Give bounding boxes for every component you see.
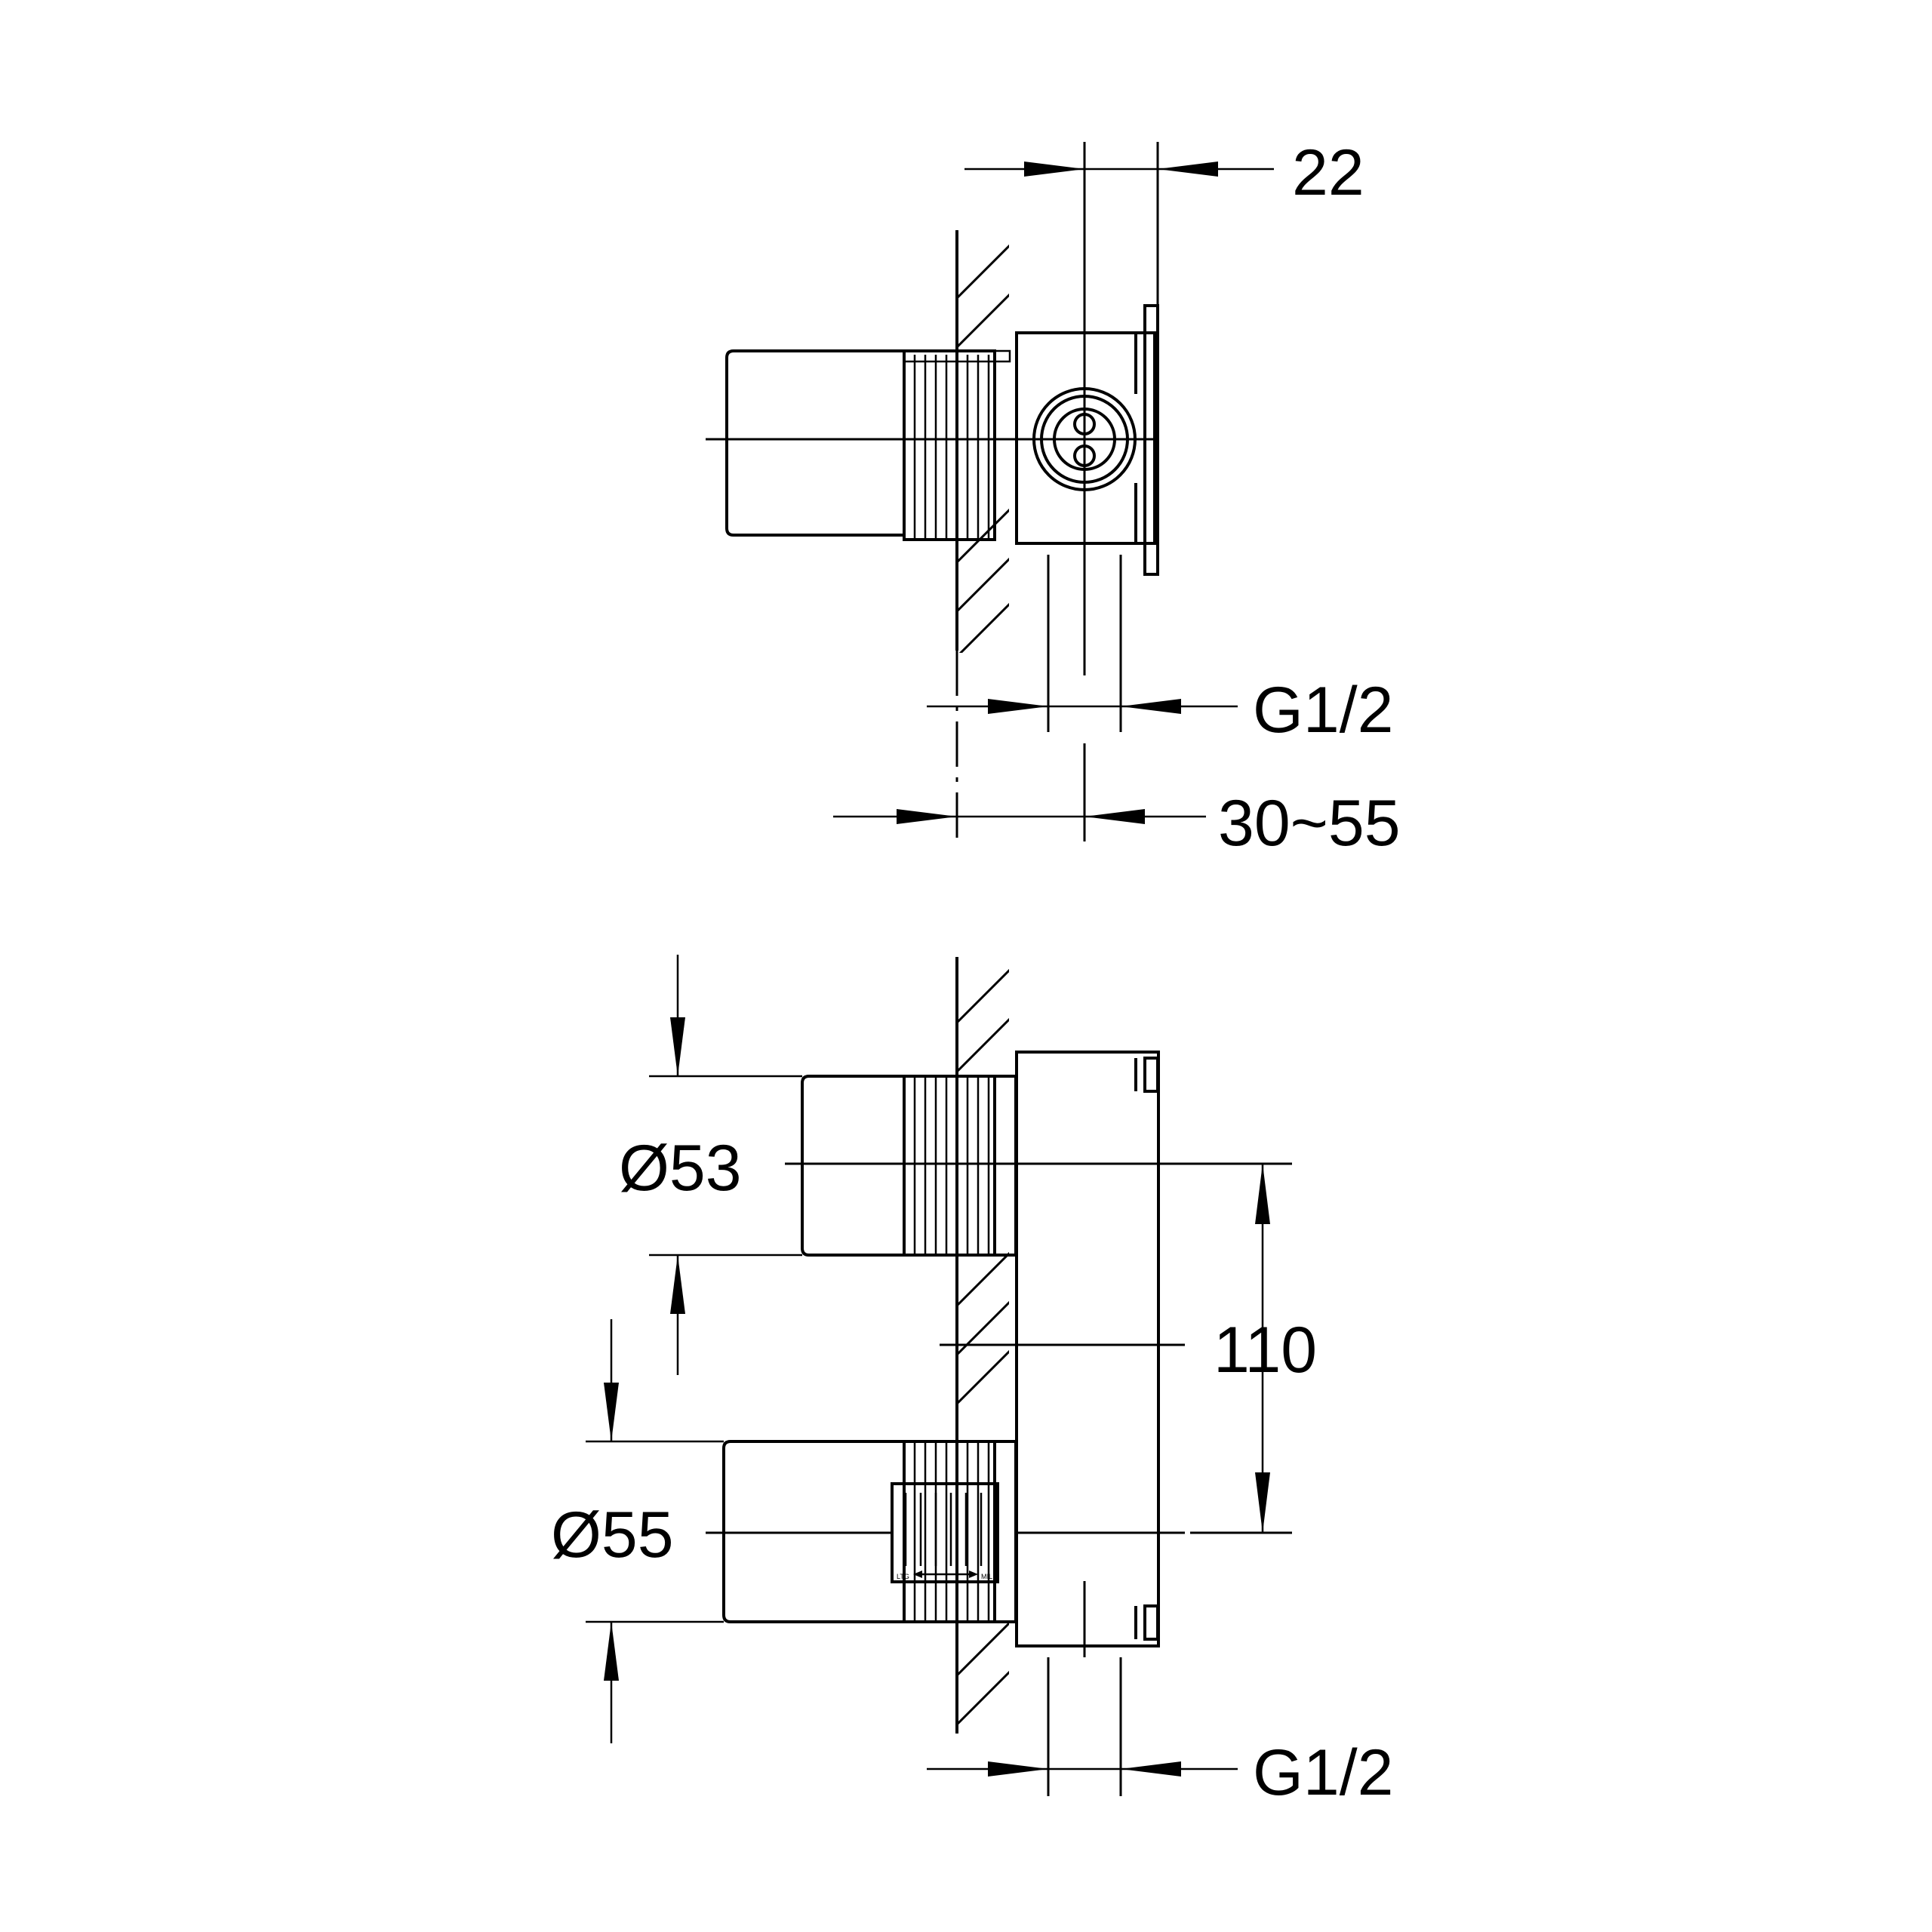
dim-label-d55: Ø55 xyxy=(551,1499,674,1571)
dimension-30-55: 30~55 xyxy=(833,787,1401,860)
plate-label-right: MIL xyxy=(981,1573,992,1580)
wall-section-top xyxy=(955,230,1009,653)
dim-label-d53: Ø53 xyxy=(619,1132,742,1204)
top-view: 22 G1/2 30~55 xyxy=(706,137,1401,860)
front-view: LTG MIL Ø53 xyxy=(551,955,1393,1809)
dimension-22: 22 xyxy=(964,137,1364,209)
dimension-g12-bottom: G1/2 xyxy=(927,1737,1393,1809)
handle-cap-top xyxy=(725,349,904,537)
dimension-g12-top: G1/2 xyxy=(927,674,1393,746)
plate-label-left: LTG xyxy=(897,1573,909,1580)
dimension-d53: Ø53 xyxy=(619,955,802,1375)
dim-label-g12-top: G1/2 xyxy=(1253,674,1393,746)
handle-cap-upper xyxy=(801,1075,1017,1257)
dim-label-30-55: 30~55 xyxy=(1218,787,1401,860)
dim-label-g12-bottom: G1/2 xyxy=(1253,1737,1393,1809)
valve-body-front xyxy=(1015,1051,1160,1647)
dim-label-110: 110 xyxy=(1214,1314,1317,1386)
rotation-label-plate: LTG MIL xyxy=(891,1482,999,1583)
dim-label-22: 22 xyxy=(1292,137,1364,209)
dimension-d55: Ø55 xyxy=(551,1319,724,1743)
dimension-110: 110 xyxy=(1214,1164,1317,1533)
ribbed-sleeve-top xyxy=(903,349,1011,541)
